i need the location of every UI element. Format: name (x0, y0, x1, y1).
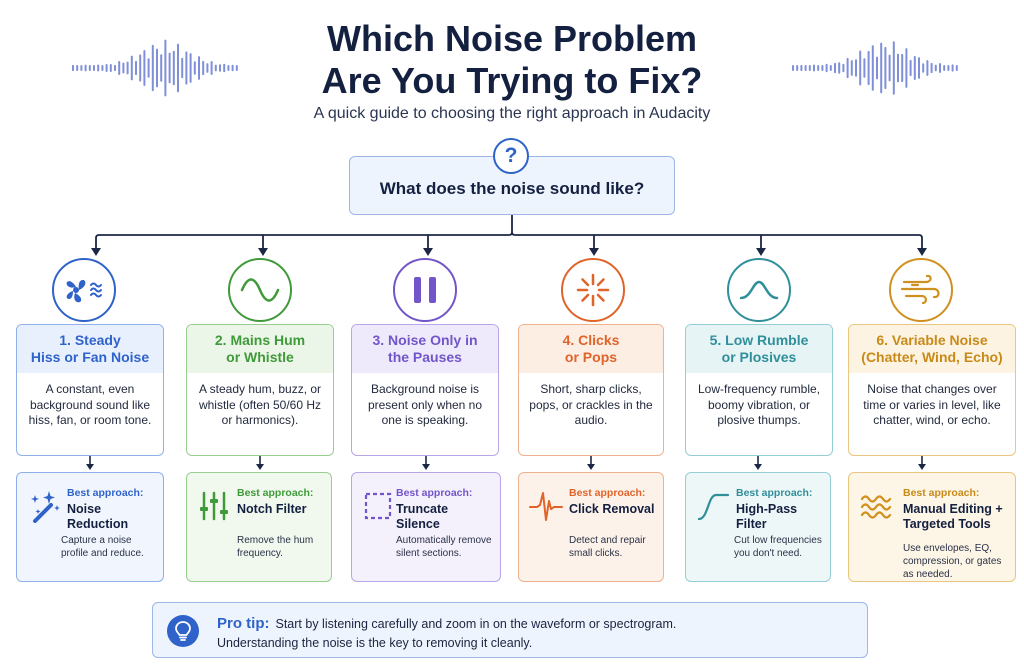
wind-icon (889, 258, 953, 322)
pro-tip-box: Pro tip: Start by listening carefully and… (152, 602, 868, 658)
problem-card-description: Low-frequency rumble, boomy vibration, o… (697, 382, 821, 427)
high-pass-curve-icon (697, 493, 730, 521)
approach-description: Detect and repair small clicks. (569, 535, 646, 559)
best-approach-label: Best approach: (396, 487, 473, 499)
approach-description: Cut low frequencies you don't need. (734, 535, 822, 559)
approach-card-truncate-silence: Best approach: Truncate Silence Automati… (351, 472, 501, 582)
problem-card-title: 6. Variable Noise(Chatter, Wind, Echo) (849, 325, 1015, 373)
selection-box-icon (364, 492, 392, 520)
approach-title: Noise Reduction (67, 502, 129, 531)
waveform-decoration-left-icon (72, 39, 238, 97)
approach-title: Click Removal (569, 502, 655, 516)
problem-card-description: A steady hum, buzz, or whistle (often 50… (198, 382, 322, 427)
approach-card-click-removal: Best approach: Click Removal Detect and … (518, 472, 664, 582)
waveform-decoration-right-icon (792, 41, 958, 95)
sine-wave-icon (228, 258, 292, 322)
title-line-1: Which Noise Problem (326, 18, 698, 59)
best-approach-label: Best approach: (67, 487, 144, 499)
title-line-2: Are You Trying to Fix? (321, 60, 703, 101)
best-approach-label: Best approach: (903, 487, 980, 499)
approach-description: Remove the hum frequency. (237, 535, 314, 559)
subtitle: A quick guide to choosing the right appr… (313, 105, 711, 122)
approach-card-manual-editing: Best approach: Manual Editing + Targeted… (848, 472, 1016, 582)
approach-title: Notch Filter (237, 502, 307, 516)
fan-icon (52, 258, 116, 322)
page-title: Which Noise Problem Are You Trying to Fi… (0, 18, 1024, 102)
pause-icon (393, 258, 457, 322)
approach-card-noise-reduction: Best approach: Noise Reduction Capture a… (16, 472, 164, 582)
equalizer-sliders-icon (200, 491, 228, 521)
best-approach-label: Best approach: (736, 487, 813, 499)
burst-icon (561, 258, 625, 322)
approach-title: Manual Editing + Targeted Tools (903, 502, 1003, 531)
pro-tip-line-1: Start by listening carefully and zoom in… (275, 617, 677, 631)
approach-description: Use envelopes, EQ, compression, or gates… (903, 543, 1002, 580)
approach-description: Automatically remove silent sections. (396, 535, 492, 559)
pro-tip-label: Pro tip: (217, 615, 270, 632)
wavy-lines-icon (860, 495, 892, 519)
problem-card-description: Background noise is present only when no… (367, 382, 483, 427)
problem-card-description: Short, sharp clicks, pops, or crackles i… (529, 382, 653, 427)
approach-card-notch-filter: Best approach: Notch Filter Remove the h… (186, 472, 332, 582)
question-icon: ? (493, 138, 529, 174)
problem-card-variable-noise: 6. Variable Noise(Chatter, Wind, Echo) N… (848, 324, 1016, 456)
best-approach-label: Best approach: (569, 487, 646, 499)
lightbulb-icon (167, 615, 199, 647)
best-approach-label: Best approach: (237, 487, 314, 499)
approach-card-high-pass-filter: Best approach: High-Pass Filter Cut low … (685, 472, 831, 582)
spike-waveform-icon (529, 492, 563, 521)
magic-wand-icon (31, 491, 60, 523)
pro-tip-text: Pro tip: Start by listening carefully and… (217, 614, 676, 653)
approach-description: Capture a noise profile and reduce. (61, 535, 144, 559)
pro-tip-line-2: Understanding the noise is the key to re… (217, 636, 533, 650)
low-hump-icon (727, 258, 791, 322)
approach-title: High-Pass Filter (736, 502, 798, 531)
problem-card-description: Noise that changes over time or varies i… (863, 382, 1001, 427)
approach-title: Truncate Silence (396, 502, 449, 531)
problem-card-description: A constant, even background sound like h… (28, 382, 152, 427)
